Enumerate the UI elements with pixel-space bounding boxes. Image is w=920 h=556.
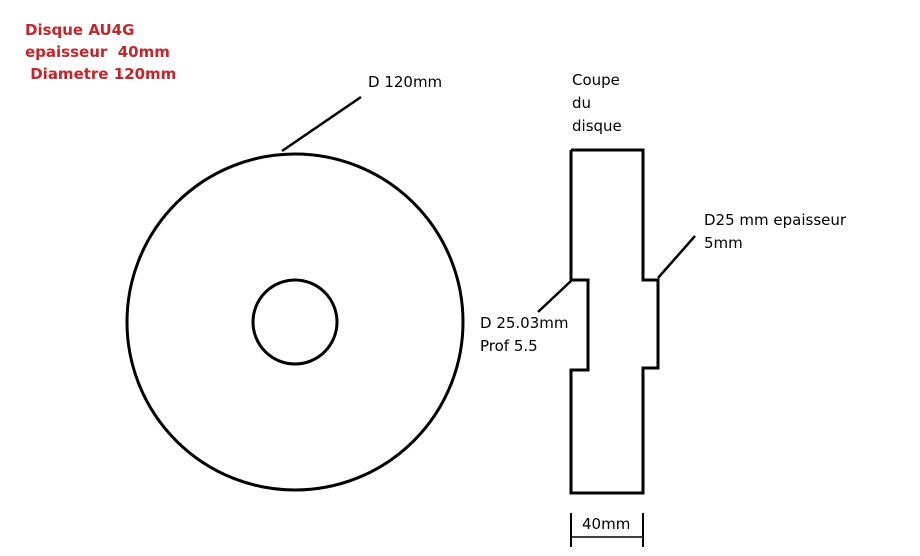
outer-diameter-label: D 120mm	[368, 73, 443, 91]
outer-circle	[125, 152, 465, 492]
boss-label-line-1: D25 mm epaisseur	[704, 211, 847, 229]
thickness-dimension-label: 40mm	[582, 515, 631, 533]
bore-leader	[537, 279, 573, 313]
title-line-diameter: Diametre 120mm	[25, 65, 177, 83]
section-title-line-1: Coupe	[572, 71, 620, 89]
section-title-line-2: du	[572, 94, 592, 112]
section-title-line-3: disque	[572, 117, 622, 135]
section-profile	[569, 148, 660, 495]
title-line-material: Disque AU4G	[25, 21, 135, 39]
boss-label-line-2: 5mm	[704, 234, 743, 252]
title-line-thickness: epaisseur 40mm	[25, 43, 170, 61]
inner-circle	[251, 278, 339, 366]
outer-diameter-leader	[281, 95, 362, 153]
bore-label-line-1: D 25.03mm	[480, 314, 569, 332]
boss-leader	[657, 235, 696, 279]
bore-label-line-2: Prof 5.5	[480, 337, 538, 355]
